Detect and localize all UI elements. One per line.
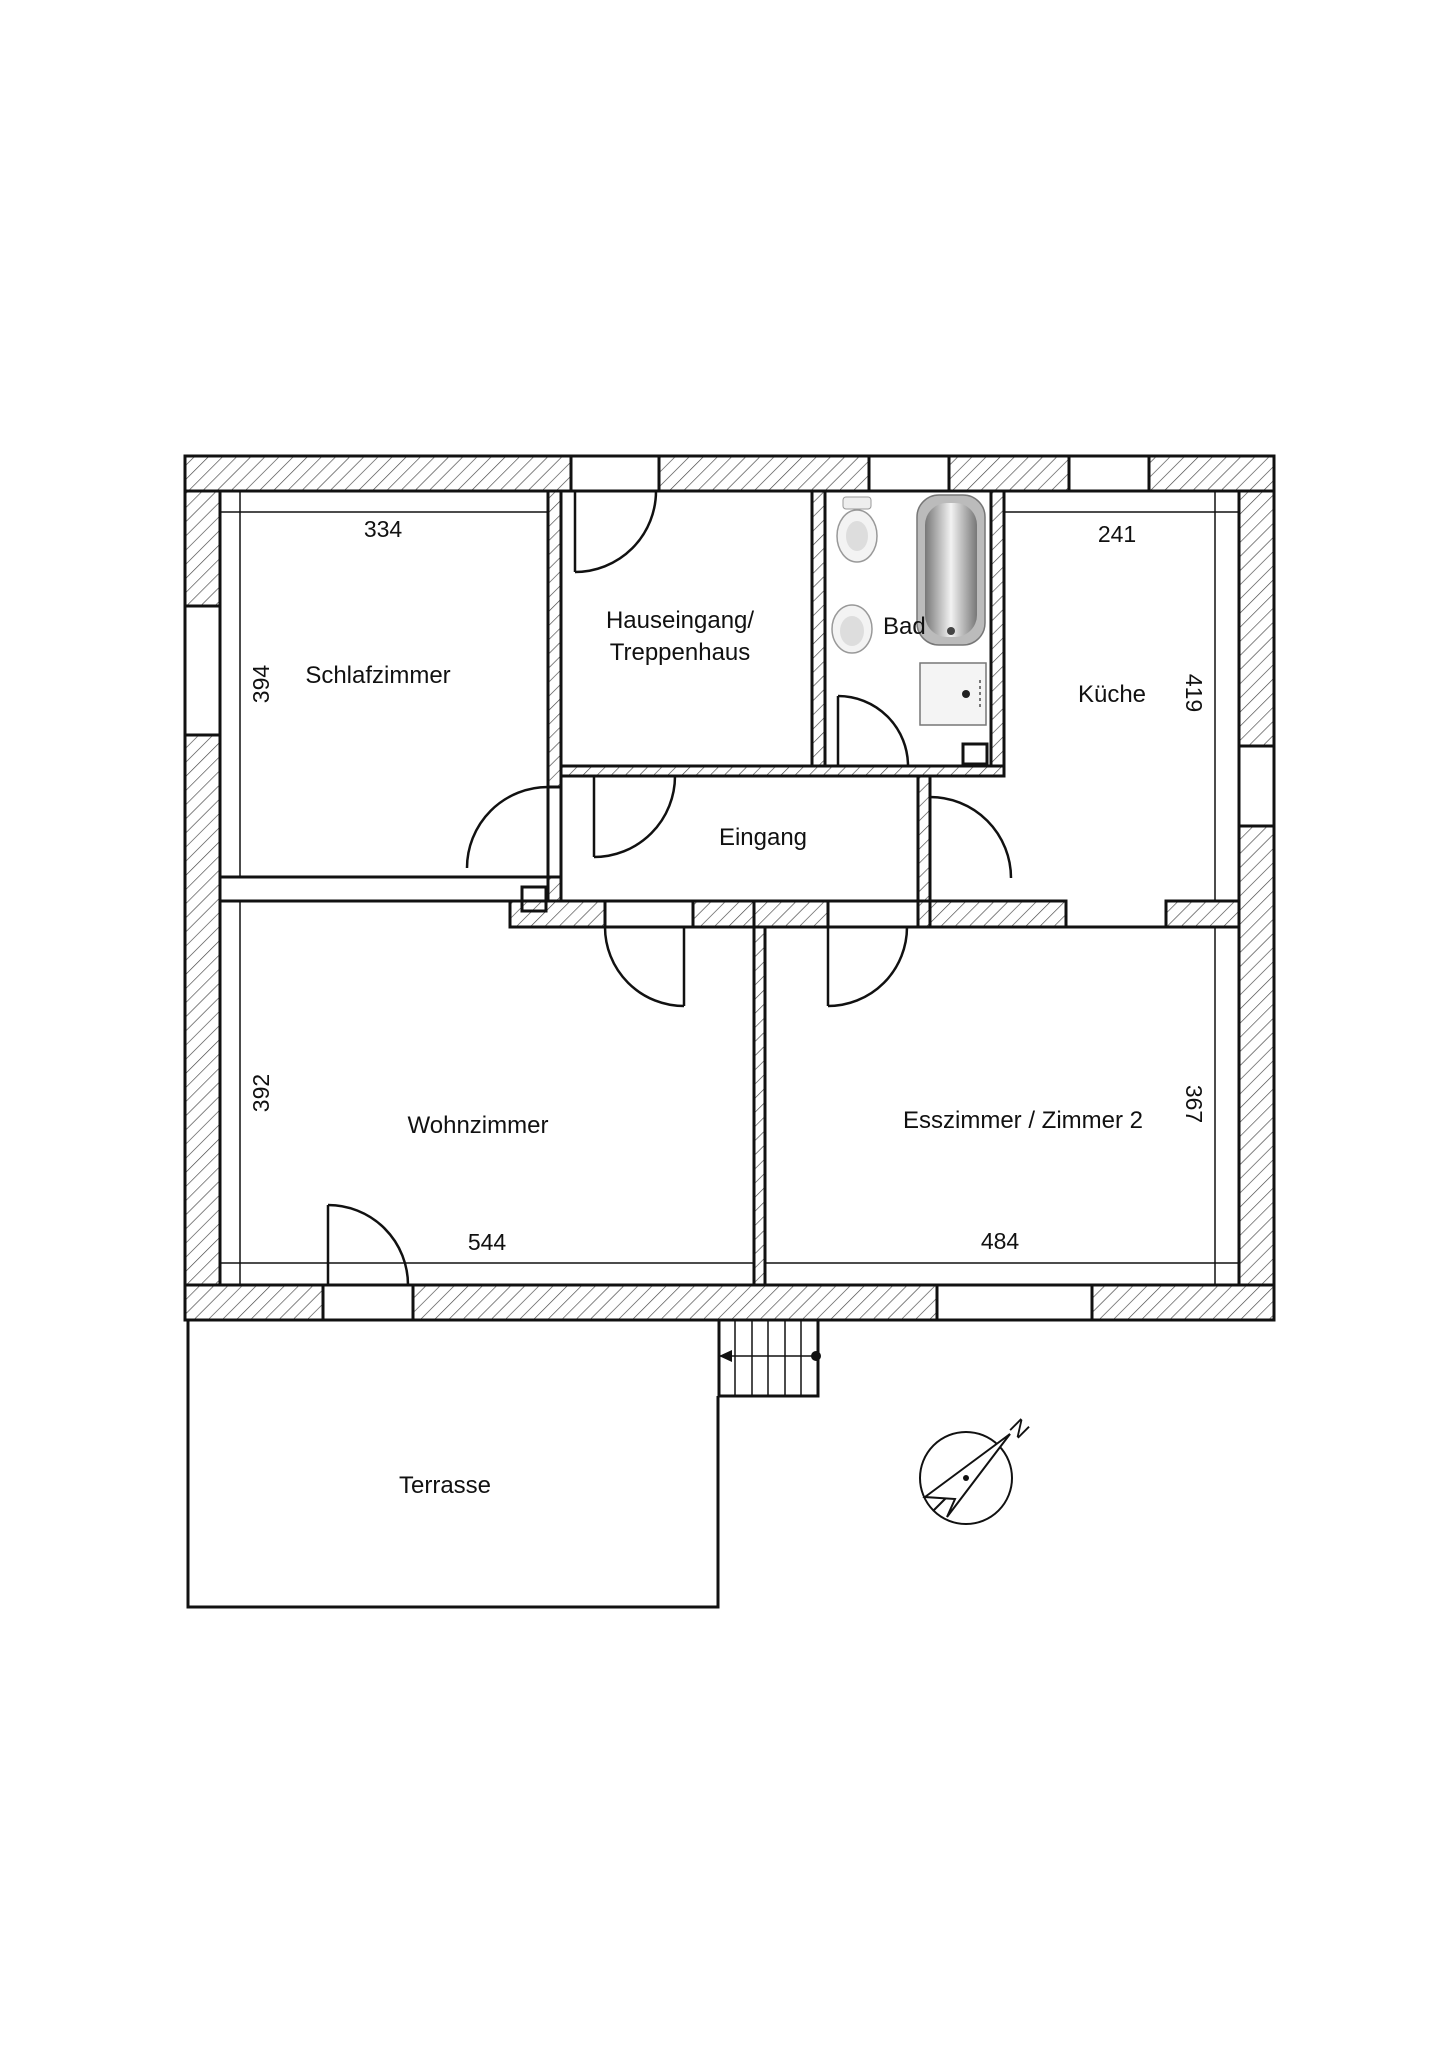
entrance-steps [717,1318,821,1398]
inner-walls [508,489,1241,1287]
north-arrow-icon [919,1431,1013,1525]
dim-schlafzimmer-depth: 394 [248,665,274,704]
terrace-outline [186,1320,720,1609]
room-outlines [218,489,1241,1287]
room-label-eingang: Eingang [719,824,807,851]
bathroom-fixtures [831,494,989,766]
dim-kueche-depth: 419 [1181,674,1207,712]
room-label-schlafzimmer: Schlafzimmer [305,662,450,689]
bath-shaft [961,742,989,766]
dim-esszimmer-width: 484 [981,1228,1020,1254]
room-label-kueche: Küche [1078,681,1146,708]
dim-wohnzimmer-depth: 392 [248,1074,274,1112]
dim-esszimmer-depth: 367 [1181,1085,1207,1123]
room-label-hauseingang-line2: Treppenhaus [610,639,751,666]
room-label-hauseingang-line1: Hauseingang/ [606,607,754,634]
room-label-bad: Bad [883,613,926,640]
toilet-icon [836,496,878,563]
north-arrow-label: N [1005,1413,1035,1443]
room-label-esszimmer: Esszimmer / Zimmer 2 [903,1107,1143,1134]
room-label-wohnzimmer: Wohnzimmer [408,1112,549,1139]
dim-wohnzimmer-width: 544 [468,1229,507,1255]
shower-icon [919,662,987,726]
outer-walls [183,454,1276,1322]
doors [326,490,1013,1286]
washbasin-icon [831,604,873,654]
dim-schlafzimmer-width: 334 [364,516,403,542]
bathtub-icon [916,494,986,646]
room-label-terrasse: Terrasse [399,1472,491,1499]
dim-kueche-width: 241 [1098,521,1136,547]
dimension-lines [220,491,1239,1285]
